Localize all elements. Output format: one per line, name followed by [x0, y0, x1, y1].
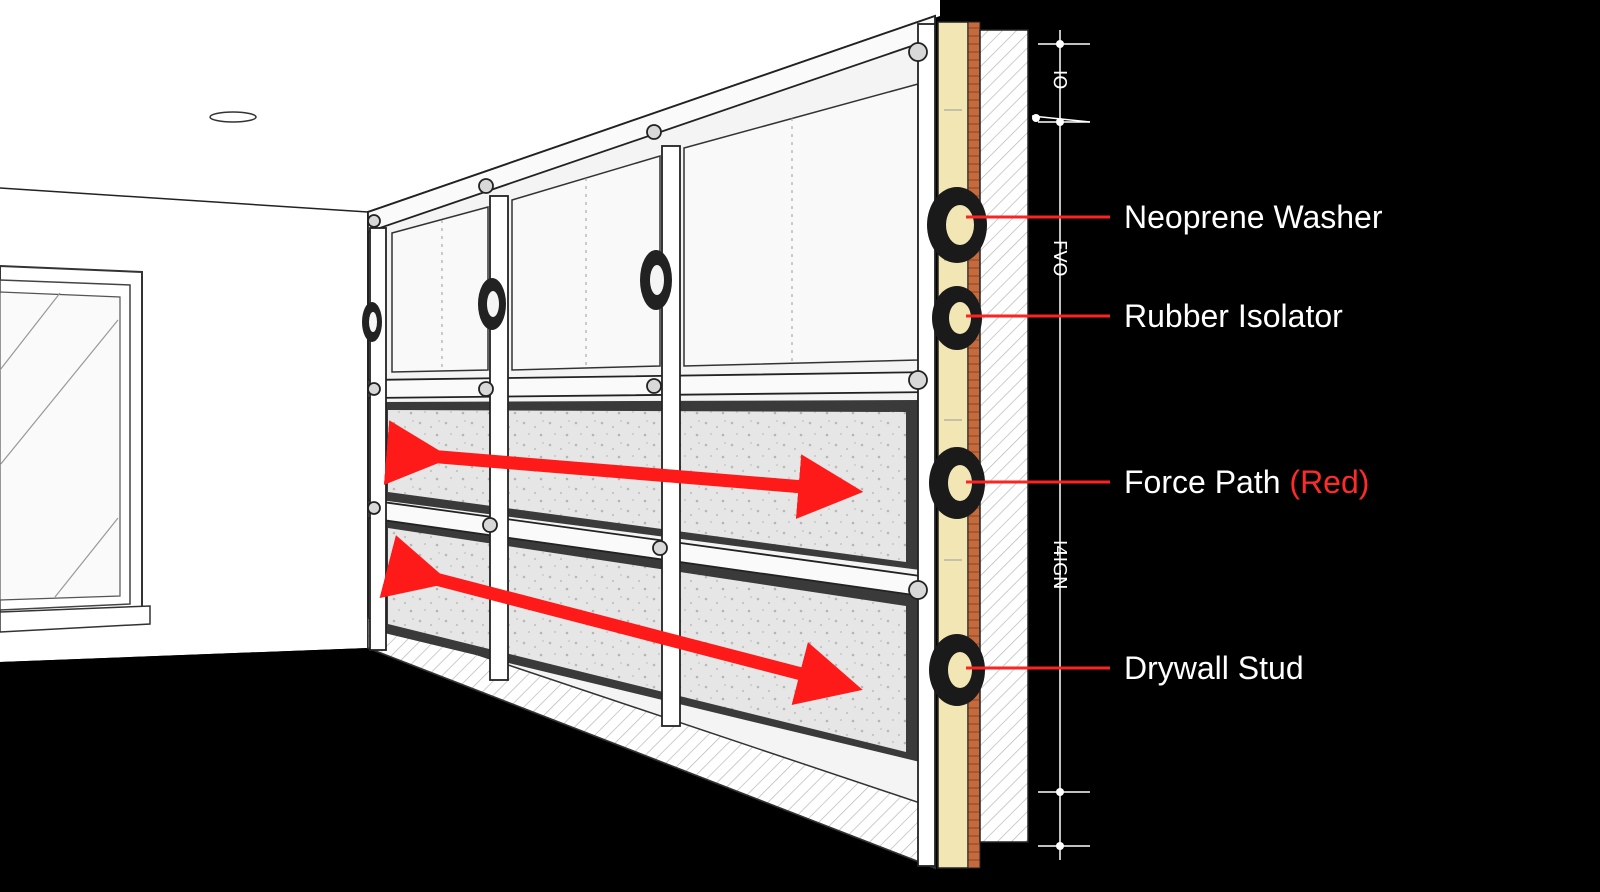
acoustic-core-layer	[937, 21, 969, 869]
ceiling	[0, 0, 940, 212]
force-path-arrow	[379, 420, 864, 705]
force-path-isolator-icon	[929, 447, 985, 519]
wall-cross-section	[937, 21, 1029, 869]
dimension-label-top: IO	[1049, 70, 1070, 89]
callout-drywall-stud-label: Drywall Stud	[1124, 650, 1304, 686]
timber-layer	[967, 21, 981, 869]
rubber-isolator-icon	[932, 286, 982, 350]
force-path-arrow-upper	[383, 420, 864, 519]
dimension-label-middle: FVO	[1049, 240, 1070, 277]
callout-rubber-isolator-label: Rubber Isolator	[1124, 298, 1343, 334]
face-isolator-rings	[362, 250, 672, 342]
drywall-panel-1	[391, 206, 489, 373]
floor	[0, 648, 940, 892]
callout-leaders	[966, 215, 1110, 670]
concrete-layer	[979, 29, 1029, 843]
callout-neoprene-washer: Neoprene Washer	[1124, 201, 1383, 233]
callout-force-path: Force Path (Red)	[1124, 466, 1369, 498]
window	[0, 264, 151, 633]
mounting-bolts	[367, 42, 928, 600]
ceiling-light	[209, 111, 257, 123]
neoprene-washer-icon	[927, 187, 987, 263]
callout-force-path-accent: (Red)	[1289, 464, 1370, 500]
dimension-label-lower: I4IGN	[1049, 540, 1070, 589]
callout-force-path-label: Force Path	[1124, 464, 1290, 500]
drywall-panel-2	[511, 154, 661, 371]
callout-rubber-isolator: Rubber Isolator	[1124, 300, 1343, 332]
drywall-stud-isolator-icon	[929, 634, 985, 706]
callout-drywall-stud: Drywall Stud	[1124, 652, 1304, 684]
force-path-arrow-lower	[379, 535, 863, 705]
callout-neoprene-washer-label: Neoprene Washer	[1124, 199, 1383, 235]
dimension-lines	[1031, 30, 1091, 860]
